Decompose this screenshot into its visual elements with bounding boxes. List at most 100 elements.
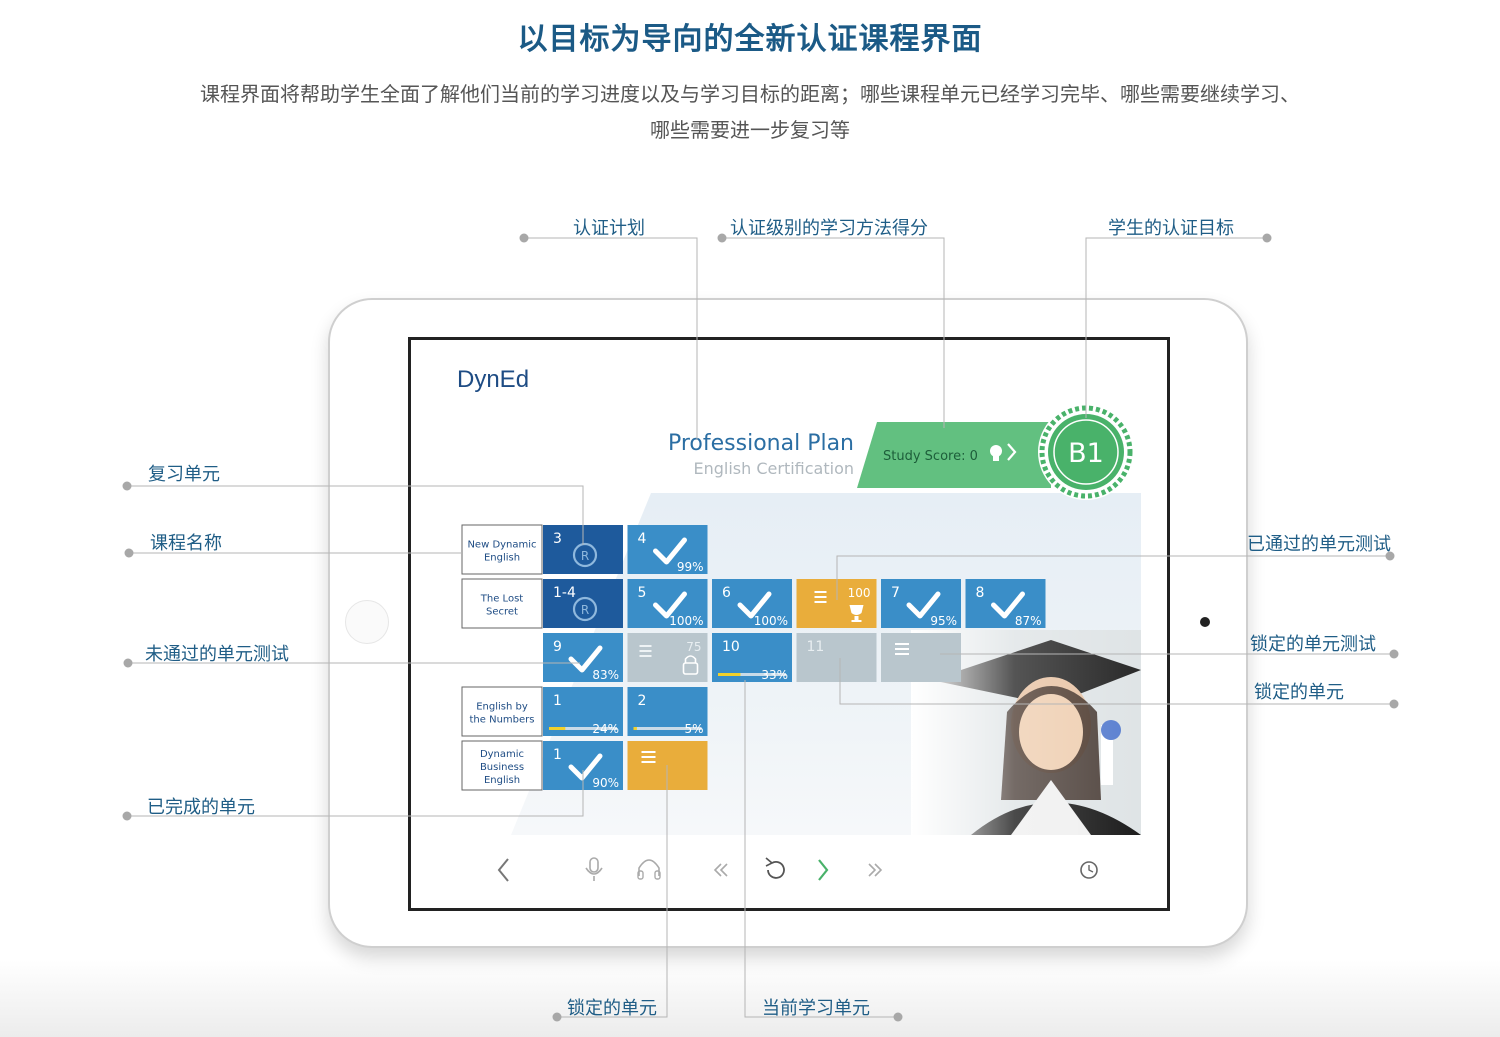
level-badge-text: B1: [1068, 438, 1104, 469]
callout-score: 认证级别的学习方法得分: [730, 218, 928, 239]
unit-number: 1: [553, 747, 562, 763]
headphones-icon[interactable]: [637, 859, 661, 880]
unit-percent: 95%: [930, 614, 957, 628]
replay-icon[interactable]: [765, 857, 785, 879]
unit-percent: 100%: [669, 614, 703, 628]
unit-tile-in-progress[interactable]: 1 24%: [543, 687, 623, 736]
course-name-text: the Numbers: [470, 715, 535, 726]
course-name-text: New Dynamic: [467, 540, 536, 551]
rewind-icon[interactable]: [713, 863, 728, 877]
next-icon[interactable]: [818, 859, 829, 881]
subtitle-line-1: 课程界面将帮助学生全面了解他们当前的学习进度以及与学习目标的距离；哪些课程单元已…: [200, 82, 1300, 106]
unit-number: 1-4: [553, 585, 576, 601]
checklist-icon: [814, 591, 827, 603]
progress-fill: [633, 727, 637, 730]
check-icon: [737, 591, 772, 619]
fast-forward-icon[interactable]: [868, 863, 883, 877]
unit-percent: 99%: [677, 560, 704, 574]
unit-tile-completed[interactable]: 1 90%: [543, 741, 623, 790]
callout-target: 学生的认证目标: [1108, 218, 1234, 239]
unit-tile-locked-test[interactable]: [881, 633, 961, 682]
home-button[interactable]: [345, 600, 389, 644]
checklist-icon: [895, 643, 909, 655]
course-name-text: The Lost: [480, 594, 524, 605]
progress-fill: [549, 727, 566, 730]
level-badge: [1038, 404, 1134, 500]
lock-icon: [682, 655, 699, 675]
camera-dot: [1200, 617, 1210, 627]
unit-number: 4: [638, 531, 647, 547]
bottom-fade: [0, 960, 1500, 1037]
svg-text:R: R: [581, 603, 589, 617]
unit-number: 3: [553, 531, 562, 547]
lightbulb-icon: [990, 445, 1002, 461]
page-title: 以目标为导向的全新认证课程界面: [517, 22, 983, 57]
svg-text:R: R: [581, 549, 589, 563]
unit-percent: 24%: [592, 722, 619, 736]
unit-tile-completed[interactable]: 4 99%: [627, 525, 708, 574]
course-name-text: Secret: [486, 607, 518, 618]
callout-failed-test: 未通过的单元测试: [145, 644, 289, 665]
unit-percent: 90%: [592, 776, 619, 790]
course-name-text: Dynamic: [480, 749, 524, 760]
unit-tile-passed-test[interactable]: 100: [796, 579, 877, 628]
check-icon: [991, 591, 1025, 619]
unit-number: 8: [976, 585, 985, 601]
unit-tile-completed[interactable]: 983%: [543, 633, 623, 682]
clock-icon[interactable]: [1080, 861, 1098, 879]
callout-review: 复习单元: [148, 464, 220, 485]
unit-number: 6: [722, 585, 731, 601]
check-icon: [653, 537, 687, 565]
unit-tile-review[interactable]: 1-4R: [543, 579, 623, 628]
unit-tile-review[interactable]: 3R: [543, 525, 623, 574]
unit-percent: 100%: [754, 614, 788, 628]
unit-percent: 87%: [1015, 614, 1042, 628]
callout-locked-unit-right: 锁定的单元: [1254, 682, 1344, 703]
course-name-text: English: [484, 553, 520, 564]
plan-subtitle: English Certification: [694, 459, 855, 478]
progress-track: [633, 727, 702, 730]
study-score-banner: [857, 422, 1051, 488]
app-screen: DynEd Professional Plan English Certific…: [408, 337, 1170, 911]
unit-number: 100: [848, 586, 871, 600]
unit-tile-locked[interactable]: 11: [796, 633, 877, 682]
review-icon: R: [572, 542, 598, 568]
score-arrow-icon[interactable]: [1007, 443, 1017, 461]
unit-tile-test[interactable]: [627, 741, 708, 790]
callout-completed: 已完成的单元: [147, 797, 255, 818]
checklist-icon: [639, 645, 652, 657]
review-icon: R: [572, 596, 598, 622]
progress-fill: [718, 673, 741, 676]
unit-number: 75: [686, 640, 701, 654]
trophy-icon: [849, 605, 864, 622]
plan-title: Professional Plan: [668, 431, 854, 456]
unit-number: 7: [891, 585, 900, 601]
unit-tile-completed[interactable]: 7 95%: [881, 579, 961, 628]
unit-number: 11: [807, 639, 825, 655]
microphone-icon[interactable]: [585, 857, 603, 881]
callout-current-unit: 当前学习单元: [762, 998, 870, 1019]
unit-tile-in-progress[interactable]: 25%: [627, 687, 708, 736]
checklist-icon: [641, 751, 656, 763]
dyned-logo: DynEd: [457, 366, 529, 393]
callout-locked-unit-bottom: 锁定的单元: [567, 998, 657, 1019]
callout-plan: 认证计划: [573, 218, 645, 239]
back-arrow-icon[interactable]: [497, 858, 509, 882]
progress-track: [718, 673, 786, 676]
callout-passed-test: 已通过的单元测试: [1247, 534, 1391, 555]
unit-tile-failed-test[interactable]: 75: [627, 633, 708, 682]
unit-tile-completed[interactable]: 6 100%: [712, 579, 792, 628]
check-icon: [906, 591, 941, 619]
unit-tile-completed[interactable]: 8 87%: [965, 579, 1046, 628]
unit-number: 1: [553, 693, 562, 709]
course-name-text: Business: [480, 762, 524, 773]
check-icon: [653, 591, 687, 619]
unit-number: 10: [722, 639, 740, 655]
study-score-label: Study Score: 0: [883, 449, 978, 464]
